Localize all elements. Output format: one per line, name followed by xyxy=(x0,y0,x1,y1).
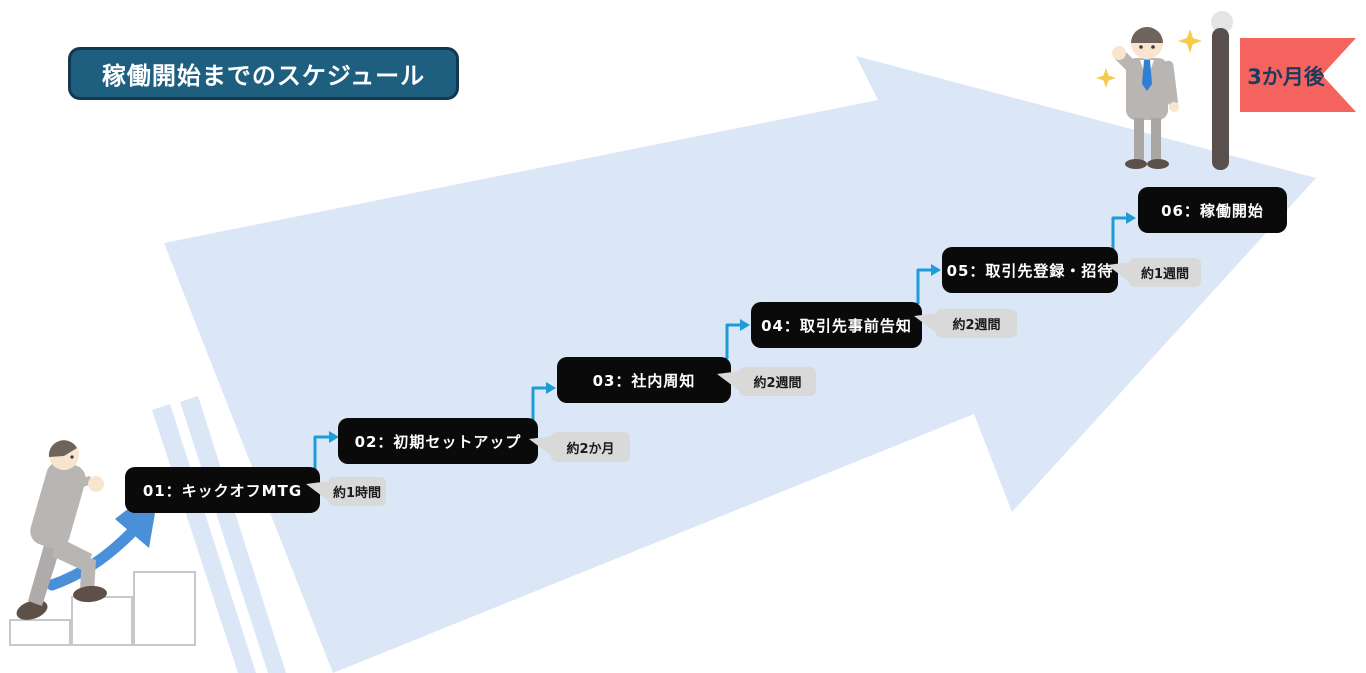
connector-arrowheads xyxy=(329,212,1136,443)
step-box-05: 05：取引先登録・招待 xyxy=(942,247,1118,293)
goal-person-illustration xyxy=(1112,27,1179,169)
climbing-person-illustration xyxy=(16,440,107,620)
flag-label: 3か月後 xyxy=(1247,65,1326,89)
stairs-illustration xyxy=(9,571,196,646)
sparkle-icon xyxy=(1096,29,1202,88)
goal-flag-icon xyxy=(1240,38,1356,112)
flag-pole xyxy=(1211,11,1233,170)
duration-badge-02: 約2か月 xyxy=(529,432,630,462)
page-title: 稼働開始までのスケジュール xyxy=(68,47,459,100)
duration-badge-03: 約2週間 xyxy=(717,367,816,396)
step-box-02: 02：初期セットアップ xyxy=(338,418,538,464)
duration-badge-05: 約1週間 xyxy=(1107,258,1201,287)
step-box-01: 01：キックオフMTG xyxy=(125,467,320,513)
big-arrow-background xyxy=(164,56,1316,673)
duration-badge-04: 約2週間 xyxy=(914,309,1017,338)
step-box-03: 03：社内周知 xyxy=(557,357,731,403)
connector-arrows xyxy=(313,216,1126,469)
step-box-04: 04：取引先事前告知 xyxy=(751,302,922,348)
duration-badge-01: 約1時間 xyxy=(306,477,386,506)
step-box-06: 06：稼働開始 xyxy=(1138,187,1287,233)
